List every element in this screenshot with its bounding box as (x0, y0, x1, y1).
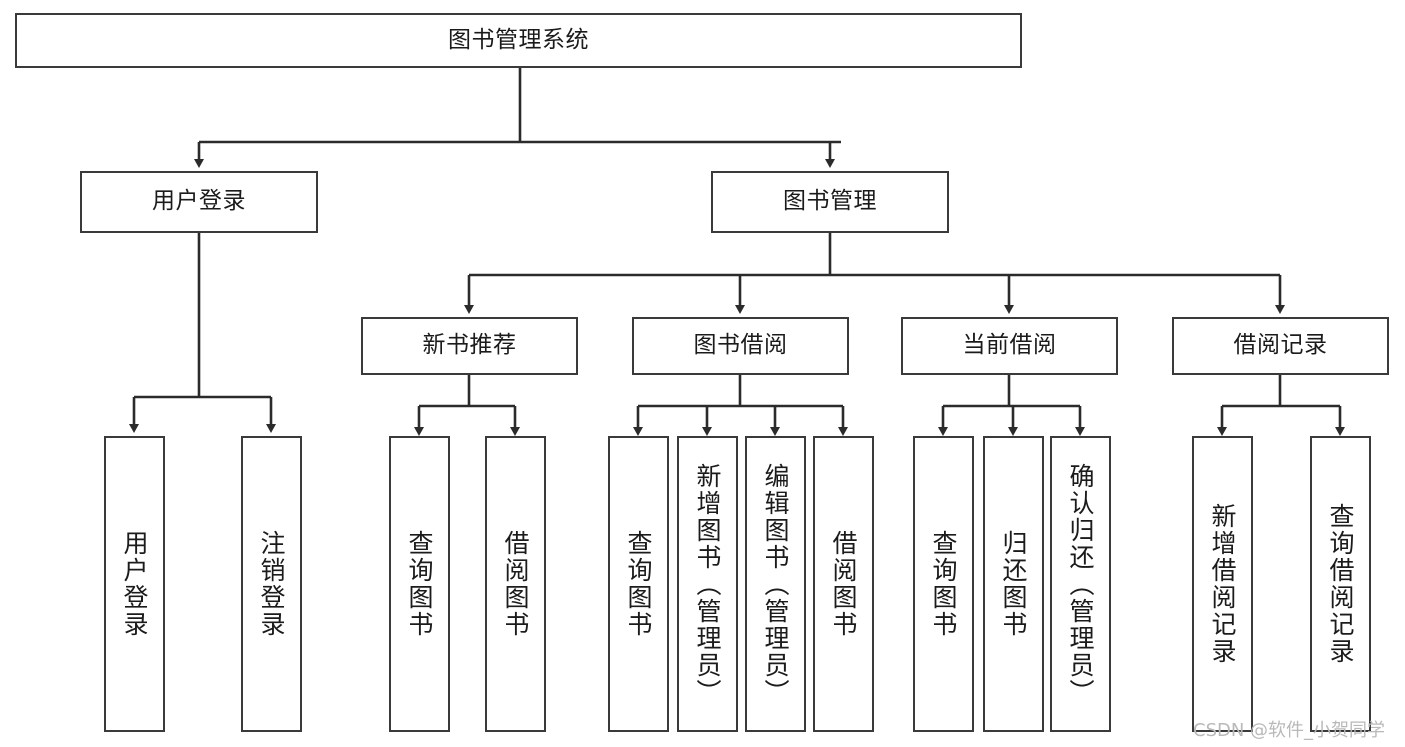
node-label: 注销登录 (257, 530, 286, 638)
node-book-management[interactable]: 图书管理 (711, 171, 949, 233)
node-label: 确认归还（管理员） (1066, 462, 1095, 706)
leaf-user-login[interactable]: 用户登录 (104, 436, 165, 732)
node-label: 编辑图书（管理员） (761, 462, 790, 706)
node-label: 归还图书 (999, 530, 1028, 638)
leaf-add-borrow-record[interactable]: 新增借阅记录 (1192, 436, 1253, 732)
node-label: 新书推荐 (422, 332, 517, 359)
node-label: 图书管理 (783, 188, 877, 215)
leaf-logout[interactable]: 注销登录 (241, 436, 302, 732)
node-label: 借阅图书 (501, 530, 530, 638)
node-current-borrowing[interactable]: 当前借阅 (901, 317, 1118, 375)
node-label: 图书管理系统 (448, 26, 589, 53)
node-label: 图书借阅 (693, 332, 788, 359)
edges-root-to-level2 (194, 68, 841, 168)
leaf-borrow-books-borrowing[interactable]: 借阅图书 (813, 436, 874, 732)
leaf-edit-book-admin[interactable]: 编辑图书（管理员） (745, 436, 806, 732)
node-label: 查询图书 (624, 530, 653, 638)
node-borrow-records[interactable]: 借阅记录 (1172, 317, 1389, 375)
node-label: 查询图书 (929, 530, 958, 638)
csdn-watermark: CSDN @软件_小贺同学 (1193, 720, 1386, 741)
leaf-query-books-borrowing[interactable]: 查询图书 (608, 436, 669, 732)
edges-level2-to-level3 (464, 233, 1285, 314)
node-label: 查询图书 (405, 530, 434, 638)
edges-level2-to-leaves-login (129, 233, 276, 433)
node-label: 新增借阅记录 (1208, 503, 1237, 665)
leaf-query-borrow-record[interactable]: 查询借阅记录 (1310, 436, 1371, 732)
edges-borrow-to-leaves (633, 375, 848, 436)
node-new-book-recommendation[interactable]: 新书推荐 (361, 317, 578, 375)
node-label: 当前借阅 (962, 332, 1057, 359)
edges-newbooks-to-leaves (414, 375, 520, 436)
leaf-borrow-books-recommend[interactable]: 借阅图书 (485, 436, 546, 732)
node-book-borrowing[interactable]: 图书借阅 (632, 317, 849, 375)
leaf-confirm-return-admin[interactable]: 确认归还（管理员） (1050, 436, 1111, 732)
node-label: 新增图书（管理员） (693, 462, 722, 706)
leaf-query-books-recommend[interactable]: 查询图书 (389, 436, 450, 732)
node-label: 查询借阅记录 (1326, 503, 1355, 665)
leaf-return-books[interactable]: 归还图书 (983, 436, 1044, 732)
edges-current-to-leaves (938, 375, 1085, 436)
node-label: 借阅图书 (829, 530, 858, 638)
node-label: 用户登录 (152, 188, 246, 215)
edges-records-to-leaves (1217, 375, 1345, 436)
node-root-system[interactable]: 图书管理系统 (15, 13, 1022, 68)
leaf-query-books-current[interactable]: 查询图书 (913, 436, 974, 732)
leaf-add-book-admin[interactable]: 新增图书（管理员） (677, 436, 738, 732)
node-label: 借阅记录 (1233, 332, 1328, 359)
node-label: 用户登录 (120, 530, 149, 638)
node-user-login[interactable]: 用户登录 (80, 171, 318, 233)
